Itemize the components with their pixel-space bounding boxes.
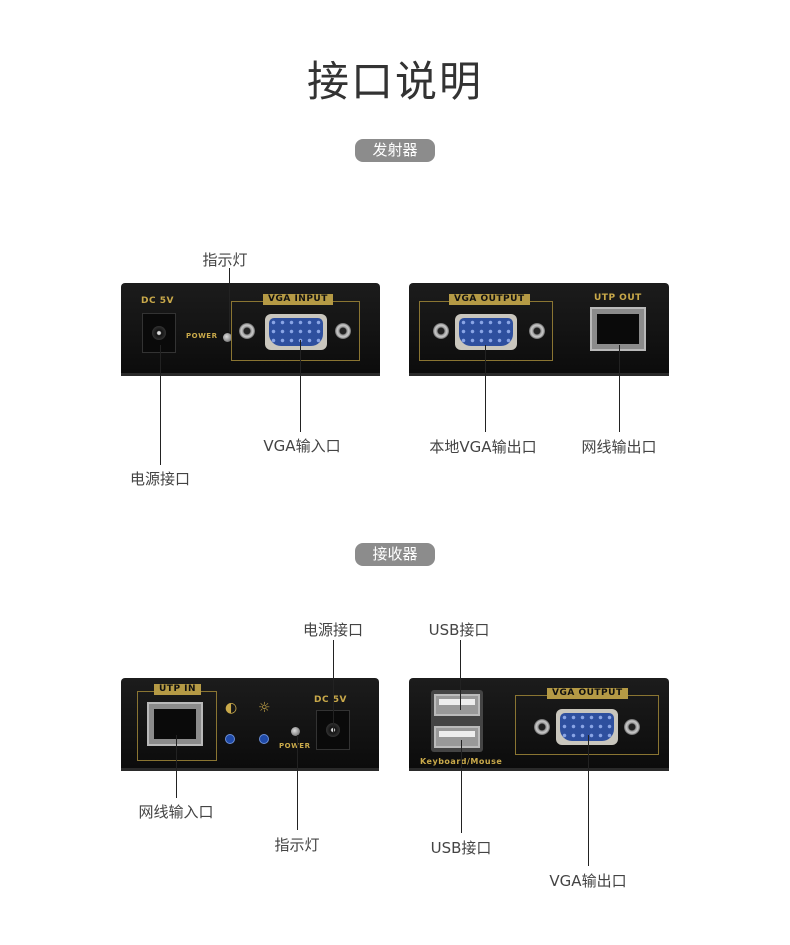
callout-line [297,735,298,830]
usb-port-top [434,694,480,716]
callout-power: 电源接口 [302,621,364,639]
power-led [223,333,232,342]
dc-label: DC 5V [141,296,174,306]
callout-line [485,345,486,432]
screw-icon [534,719,550,735]
callout-line [229,268,230,332]
vga-input-port [265,314,327,350]
page-title: 接口说明 [306,57,483,106]
usb-port-bottom [434,726,480,748]
callout-line [619,345,620,432]
vga-input-tag: VGA INPUT [263,294,333,305]
callout-line [460,640,461,710]
brightness-knob[interactable] [259,734,269,744]
screw-icon [239,323,255,339]
screw-icon [624,719,640,735]
callout-line [588,735,589,866]
screw-icon [433,323,449,339]
vga-output-port [556,709,618,745]
power-led-label: POWER [279,742,311,750]
receiver-front-panel: Keyboard/Mouse VGA OUTPUT [409,678,669,771]
dc-label: DC 5V [314,695,347,705]
vga-output-port [455,314,517,350]
vga-output-tag: VGA OUTPUT [547,688,628,699]
callout-line [160,345,161,465]
section-label-transmitter: 发射器 [355,139,435,162]
utp-out-port [590,307,646,351]
callout-line [176,735,177,798]
dc-power-jack [142,313,176,353]
section-label-receiver: 接收器 [355,543,435,566]
brightness-icon: ☼ [258,700,272,716]
utp-in-tag: UTP IN [154,684,202,695]
callout-led: 指示灯 [202,251,248,269]
keyboard-mouse-label: Keyboard/Mouse [420,757,502,766]
power-led [291,727,300,736]
screw-icon [335,323,351,339]
callout-vga-in: VGA输入口 [263,437,341,455]
transmitter-front-panel: VGA OUTPUT UTP OUT [409,283,669,376]
utp-out-label: UTP OUT [594,293,642,303]
utp-in-port [147,702,203,746]
callout-local-vga-out: 本地VGA输出口 [429,438,537,456]
callout-utp-out: 网线输出口 [581,438,657,456]
callout-power: 电源接口 [129,470,191,488]
callout-usb-top: USB接口 [428,621,490,639]
receiver-rear-panel: UTP IN ◐ ☼ POWER DC 5V [121,678,379,771]
callout-usb-bottom: USB接口 [430,839,492,857]
transmitter-rear-panel: DC 5V POWER VGA INPUT [121,283,380,376]
callout-led: 指示灯 [274,836,320,854]
contrast-knob[interactable] [225,734,235,744]
power-led-label: POWER [186,332,218,340]
vga-output-tag: VGA OUTPUT [449,294,530,305]
screw-icon [529,323,545,339]
callout-line [300,340,301,432]
callout-vga-out: VGA输出口 [549,872,627,890]
callout-line [461,740,462,833]
callout-line [333,640,334,732]
contrast-icon: ◐ [225,700,238,716]
callout-utp-in: 网线输入口 [138,803,214,821]
